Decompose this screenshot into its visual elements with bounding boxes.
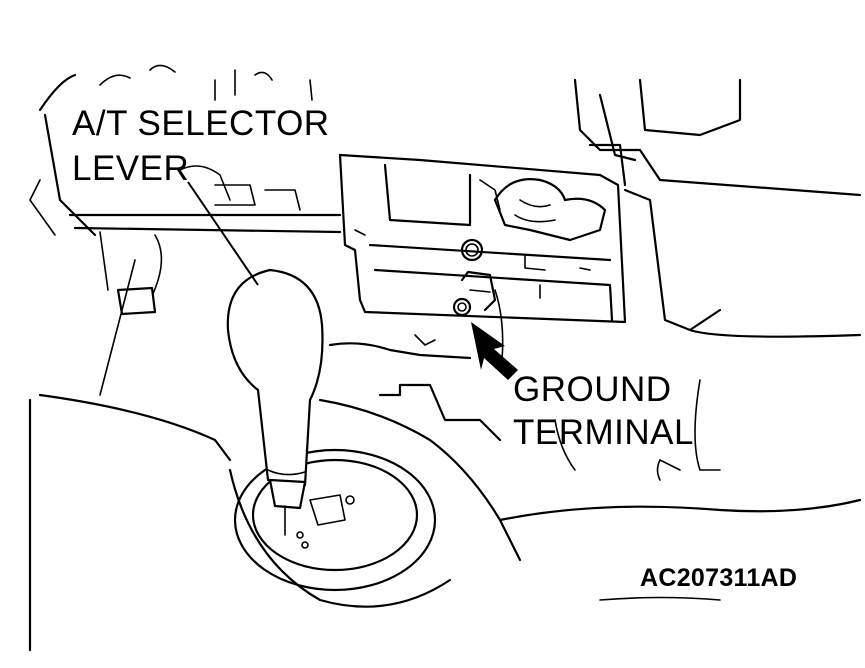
dashboard-outline [29, 64, 342, 396]
ground-label-line2: TERMINAL [513, 413, 694, 452]
black-arrow-icon [471, 322, 518, 380]
ground-label-line1: GROUND [513, 370, 672, 409]
selector-leader-line [187, 181, 259, 286]
ground-terminal-part [452, 270, 504, 361]
lower-console [28, 334, 862, 652]
selector-label-line2: LEVER [72, 149, 190, 188]
selector-lever [226, 268, 324, 536]
shifter-bezel [338, 153, 627, 324]
center-panel [573, 78, 862, 481]
selector-label-line1: A/T SELECTOR [72, 104, 330, 143]
figure-code: AC207311AD [640, 564, 798, 592]
